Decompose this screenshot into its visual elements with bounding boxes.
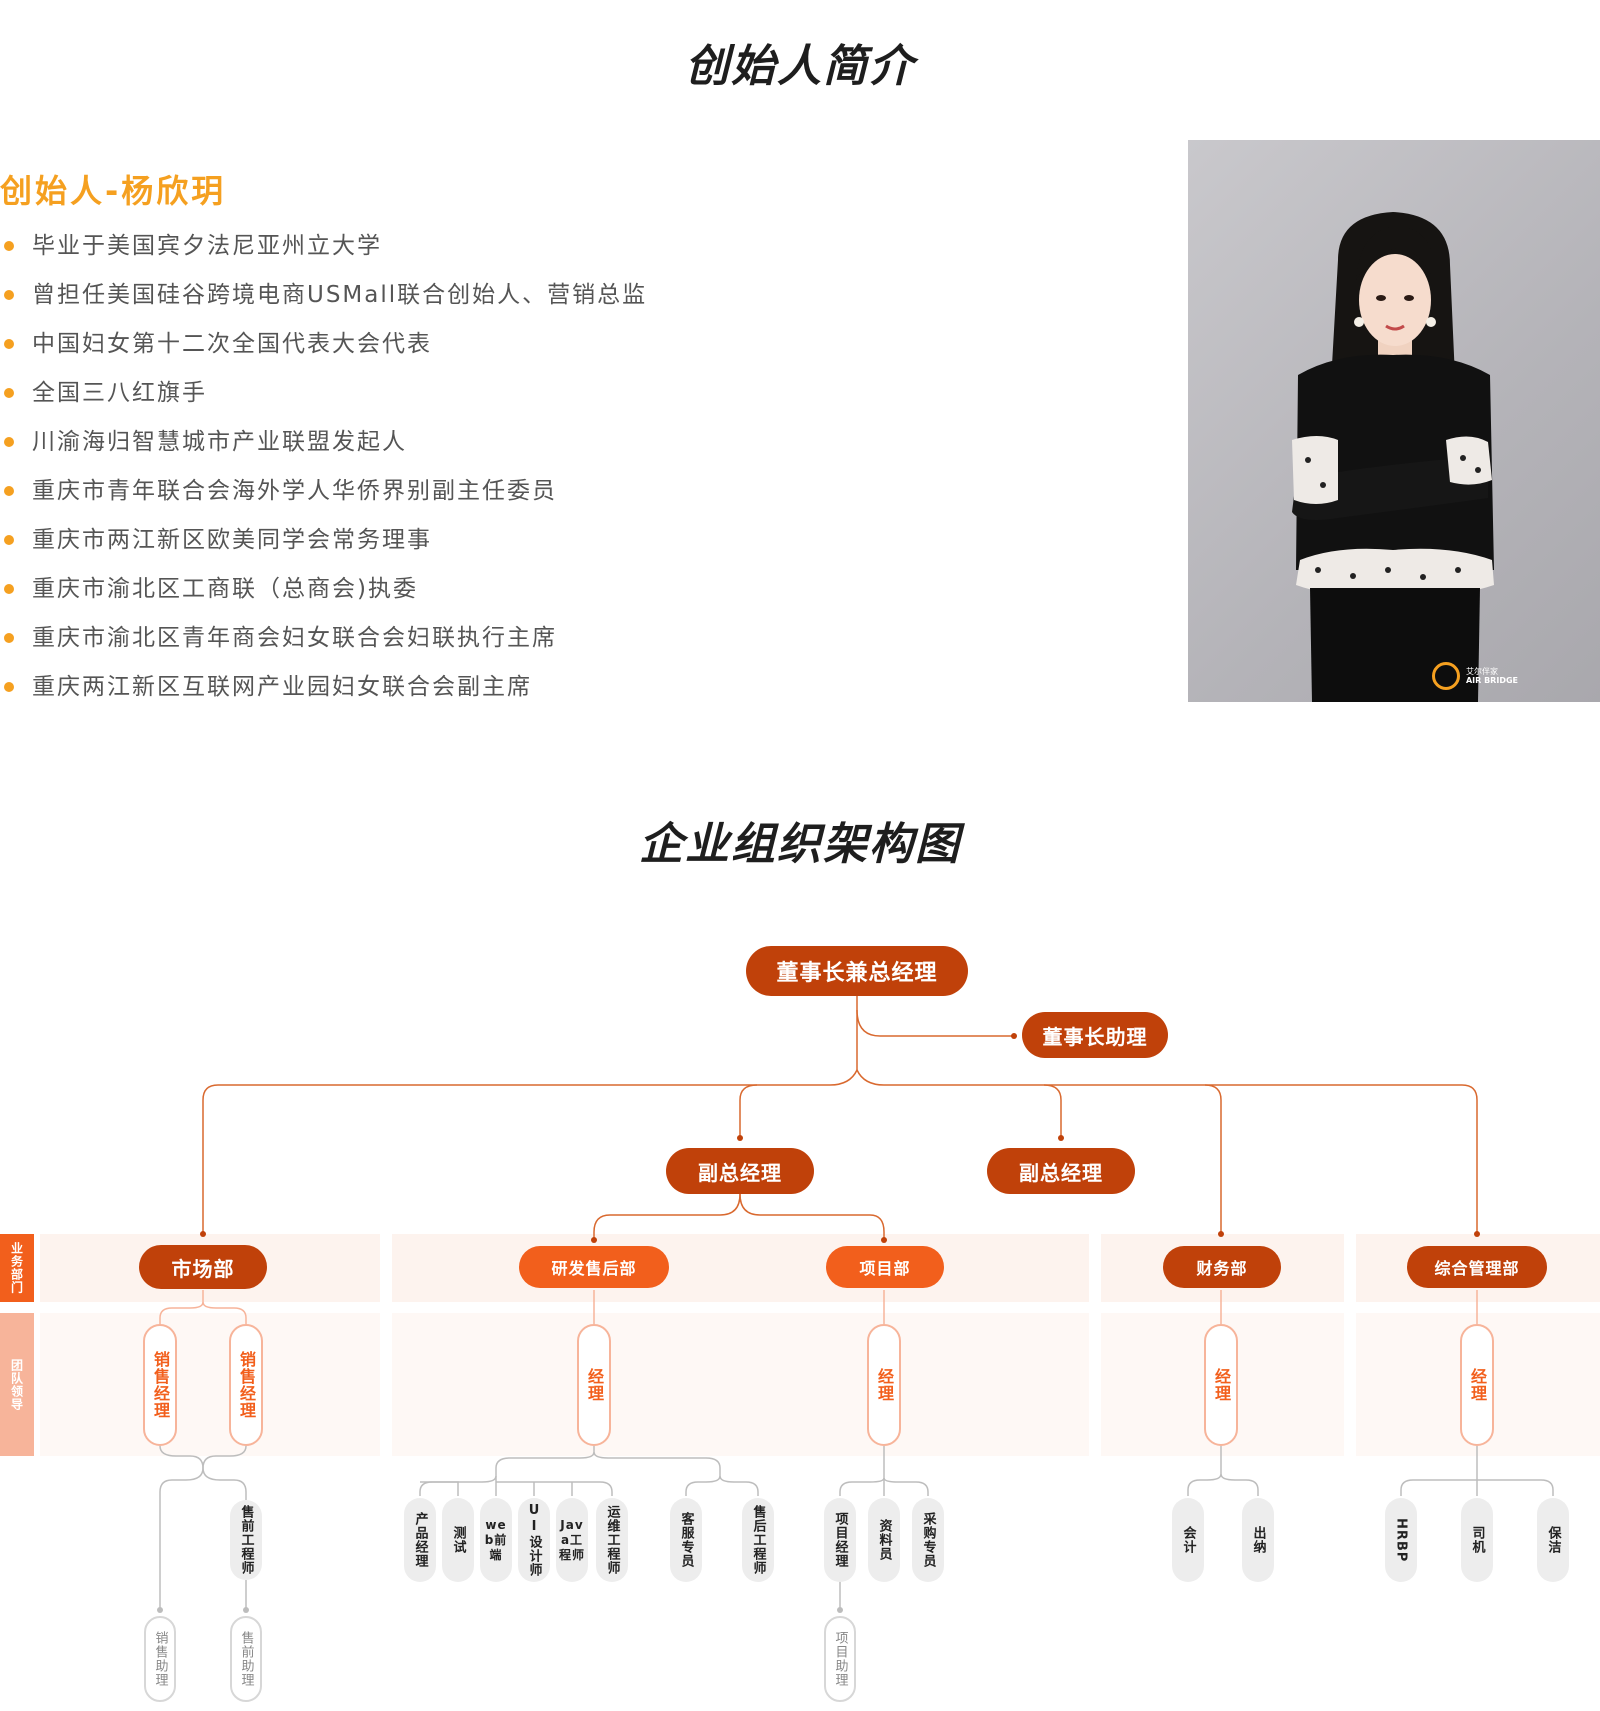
side-tag-leaders: 团队领导 [0, 1313, 34, 1456]
bio-item: 重庆市青年联合会海外学人华侨界别副主任委员 [0, 467, 647, 516]
staff-rnd-product-manager: 产品经理 [404, 1498, 436, 1582]
dept-project: 项目部 [826, 1246, 944, 1288]
logo-ring-icon [1431, 662, 1460, 690]
staff-project-documentation: 资料员 [868, 1498, 900, 1582]
staff-admin-hrbp: HRBP [1385, 1498, 1417, 1582]
founder-name: 创始人-杨欣玥 [0, 172, 227, 210]
band-leaders-market [40, 1313, 380, 1456]
node-chairman-assistant: 董事长助理 [1022, 1012, 1168, 1058]
dept-market: 市场部 [139, 1245, 267, 1289]
node-vp-right: 副总经理 [987, 1148, 1135, 1194]
bio-item: 重庆市渝北区青年商会妇女联合会妇联执行主席 [0, 614, 647, 663]
staff-market-sales-assistant: 销售助理 [144, 1616, 176, 1702]
staff-admin-driver: 司机 [1461, 1498, 1493, 1582]
dept-rnd: 研发售后部 [519, 1246, 669, 1288]
bullet-icon [4, 682, 14, 692]
bio-item: 川渝海归智慧城市产业联盟发起人 [0, 418, 647, 467]
founder-photo: 艾尔伴家 AIR BRIDGE [1188, 140, 1600, 702]
bio-item: 全国三八红旗手 [0, 369, 647, 418]
staff-finance-accountant: 会计 [1172, 1498, 1204, 1582]
node-chairman-gm: 董事长兼总经理 [746, 946, 968, 996]
bio-item: 重庆两江新区互联网产业园妇女联合会副主席 [0, 663, 647, 712]
leader-project: 经理 [867, 1324, 901, 1446]
bio-item: 毕业于美国宾夕法尼亚州立大学 [0, 222, 647, 271]
side-tag-business: 业务部门 [0, 1234, 34, 1302]
founder-bio-list: 毕业于美国宾夕法尼亚州立大学 曾担任美国硅谷跨境电商USMall联合创始人、营销… [0, 222, 647, 712]
dept-finance: 财务部 [1163, 1246, 1281, 1288]
node-vp-left: 副总经理 [666, 1148, 814, 1194]
staff-project-assistant: 项目助理 [824, 1616, 856, 1702]
bullet-icon [4, 584, 14, 594]
founder-section-title: 创始人简介 [685, 41, 915, 92]
staff-rnd-ops-engineer: 运维工程师 [596, 1498, 628, 1582]
bio-item: 曾担任美国硅谷跨境电商USMall联合创始人、营销总监 [0, 271, 647, 320]
bullet-icon [4, 388, 14, 398]
bullet-icon [4, 339, 14, 349]
staff-rnd-customer-service: 客服专员 [670, 1498, 702, 1582]
staff-market-presales-engineer: 售前工程师 [230, 1500, 262, 1580]
staff-rnd-testing: 测试 [442, 1498, 474, 1582]
staff-rnd-aftersales-engineer: 售后工程师 [742, 1498, 774, 1582]
leader-admin: 经理 [1460, 1324, 1494, 1446]
bullet-icon [4, 437, 14, 447]
staff-finance-cashier: 出纳 [1242, 1498, 1274, 1582]
band-business-rnd-project [392, 1234, 1089, 1302]
org-section-title: 企业组织架构图 [639, 819, 961, 870]
portrait-illustration [1292, 212, 1494, 702]
bullet-icon [4, 290, 14, 300]
leader-market-1: 销售经理 [143, 1324, 177, 1446]
bullet-icon [4, 535, 14, 545]
air-bridge-logo: 艾尔伴家 AIR BRIDGE [1431, 662, 1518, 690]
leader-finance: 经理 [1204, 1324, 1238, 1446]
bullet-icon [4, 633, 14, 643]
staff-rnd-web-frontend: web前端 [480, 1498, 512, 1582]
staff-project-manager: 项目经理 [824, 1498, 856, 1582]
bullet-icon [4, 486, 14, 496]
band-leaders-rnd-project [392, 1313, 1089, 1456]
staff-rnd-ui-designer: UI设计师 [518, 1498, 550, 1582]
bio-item: 重庆市渝北区工商联（总商会)执委 [0, 565, 647, 614]
staff-admin-cleaner: 保洁 [1537, 1498, 1569, 1582]
bio-item: 中国妇女第十二次全国代表大会代表 [0, 320, 647, 369]
bullet-icon [4, 241, 14, 251]
leader-market-2: 销售经理 [229, 1324, 263, 1446]
leader-rnd: 经理 [577, 1324, 611, 1446]
staff-project-procurement: 采购专员 [912, 1498, 944, 1582]
staff-rnd-java-engineer: Java工程师 [556, 1498, 588, 1582]
dept-admin: 综合管理部 [1407, 1246, 1547, 1288]
bio-item: 重庆市两江新区欧美同学会常务理事 [0, 516, 647, 565]
staff-market-presales-assistant: 售前助理 [230, 1616, 262, 1702]
